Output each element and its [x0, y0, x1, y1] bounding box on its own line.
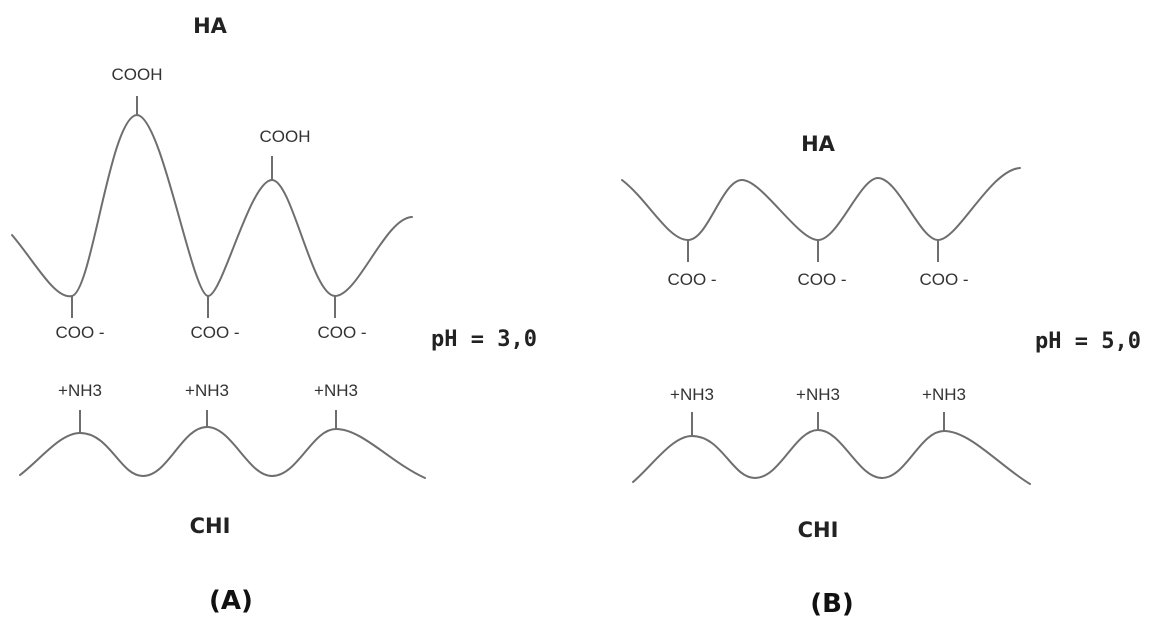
- panel-a-nh3-label-1: +NH3: [58, 381, 102, 400]
- panel-b-nh3-label-2: +NH3: [796, 385, 840, 404]
- panel-b-ha-label: HA: [801, 132, 836, 156]
- panel-b-nh3-label-1: +NH3: [670, 385, 714, 404]
- panel-a-coo-label-1: COO -: [55, 323, 104, 342]
- panel-b-coo-label-2: COO -: [797, 270, 846, 289]
- panel-b: HA COO - COO - COO - pH = 5,0 +NH3 +NH3 …: [621, 132, 1141, 617]
- panel-b-coo-label-3: COO -: [919, 270, 968, 289]
- panel-a-ph-label: pH = 3,0: [431, 327, 537, 352]
- panel-b-coo-label-1: COO -: [667, 270, 716, 289]
- panel-b-chi-chain: [632, 429, 1031, 485]
- panel-a-ha-chain: [11, 114, 413, 298]
- panel-a-nh3-label-2: +NH3: [185, 381, 229, 400]
- panel-b-ha-chain: [621, 167, 1021, 241]
- panel-a: HA COOH COOH COO - COO - COO - pH = 3,0 …: [11, 14, 537, 616]
- panel-b-ph-label: pH = 5,0: [1035, 329, 1141, 354]
- panel-b-nh3-label-3: +NH3: [922, 385, 966, 404]
- panel-a-ha-label: HA: [193, 14, 228, 38]
- panel-b-chi-label: CHI: [798, 518, 839, 542]
- panel-a-coo-label-3: COO -: [317, 323, 366, 342]
- panel-a-cooh-label-2: COOH: [260, 127, 311, 146]
- panel-a-nh3-label-3: +NH3: [314, 381, 358, 400]
- panel-a-cooh-label-1: COOH: [112, 65, 163, 84]
- panel-a-chi-label: CHI: [190, 514, 231, 538]
- panel-b-label: (B): [810, 589, 854, 617]
- panel-a-label: (A): [209, 586, 253, 616]
- panel-a-chi-chain: [19, 426, 426, 479]
- panel-a-coo-label-2: COO -: [190, 323, 239, 342]
